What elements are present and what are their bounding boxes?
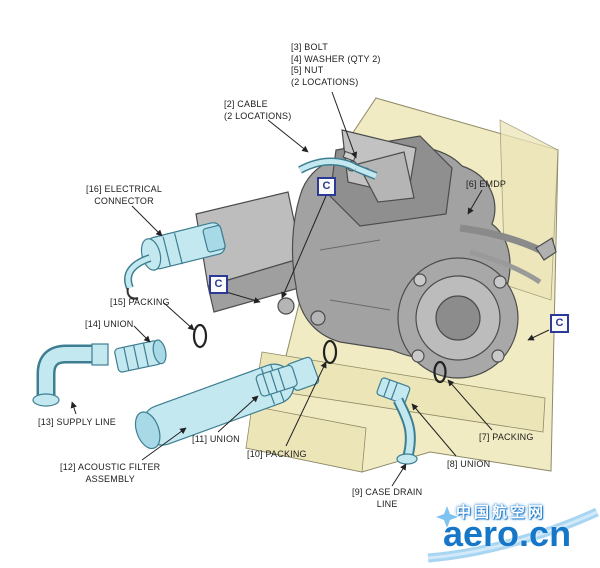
watermark-site-domain: aero.cn: [443, 513, 572, 554]
label-acoustic-filter: [12] ACOUSTIC FILTER ASSEMBLY: [60, 462, 161, 484]
detail-marker-c-1: C: [317, 177, 336, 196]
label-union-14: [14] UNION: [85, 319, 134, 329]
leader-lines: [70, 91, 550, 487]
label-supply-line: [13] SUPPLY LINE: [38, 417, 116, 427]
label-union-11: [11] UNION: [192, 434, 240, 444]
watermark-sparkle: [436, 506, 458, 528]
label-electrical-connector: [16] ELECTRICAL CONNECTOR: [86, 184, 163, 206]
emdp-pump-body: [195, 129, 557, 379]
detail-marker-c-3: C: [550, 314, 569, 333]
union-8-part: [376, 377, 411, 405]
label-packing-15: [15] PACKING: [110, 297, 170, 307]
packing-orings: [192, 323, 447, 384]
label-bolt-washer-nut: [3] BOLT [4] WASHER (QTY 2) [5] NUT (2 L…: [291, 42, 381, 88]
watermark-site-name: 中国航空网: [456, 504, 547, 521]
label-cable: [2] CABLE (2 LOCATIONS): [224, 99, 292, 121]
label-packing-7: [7] PACKING: [479, 432, 534, 442]
union-14-part: [114, 339, 167, 373]
label-union-8: [8] UNION: [447, 459, 491, 469]
detail-marker-c-2: C: [209, 275, 228, 294]
union-11-part: [255, 364, 298, 397]
label-packing-10: [10] PACKING: [247, 449, 307, 459]
hydraulic-fittings: [32, 157, 418, 465]
label-emdp: [6] EMDP: [466, 179, 507, 189]
label-case-drain-line: [9] CASE DRAIN LINE: [352, 487, 423, 509]
watermark-swoosh: [427, 506, 599, 563]
